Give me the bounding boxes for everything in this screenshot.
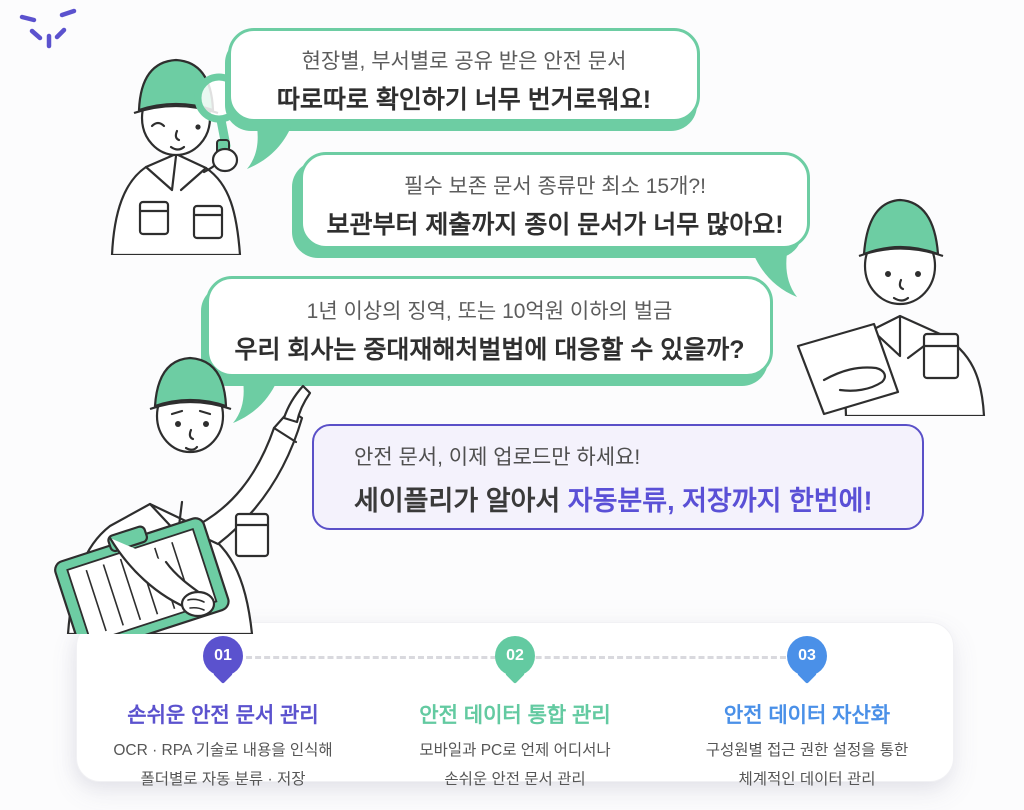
- cta-line2-prefix: 세이플리가 알아서: [354, 486, 568, 516]
- step3-title: 안전 데이터 자산화: [723, 704, 891, 727]
- bubble2-tail: [753, 253, 797, 297]
- cta-line2: 세이플리가 알아서 자동분류, 저장까지 한번에!: [354, 479, 922, 518]
- step-2: 02 안전 데이터 통합 관리 모바일과 PC로 언제 어디서나 손쉬운 안전 …: [369, 636, 661, 788]
- speech-bubble-2: 필수 보존 문서 종류만 최소 15개?! 보관부터 제출까지 종이 문서가 너…: [300, 152, 810, 297]
- step3-pin-icon: 03: [787, 636, 827, 684]
- step2-description: 모바일과 PC로 언제 어디서나 손쉬운 안전 문서 관리: [369, 737, 661, 794]
- sparkle-icon: [16, 2, 80, 57]
- step2-line1: 모바일과 PC로 언제 어디서나: [419, 742, 611, 759]
- bubble1-line1: 현장별, 부서별로 공유 받은 안전 문서: [301, 50, 627, 73]
- bubble3-line1: 1년 이상의 징역, 또는 10억원 이하의 벌금: [306, 300, 673, 323]
- step2-pin-icon: 02: [495, 636, 535, 684]
- step1-title: 손쉬운 안전 문서 관리: [127, 704, 319, 727]
- cta-banner: 안전 문서, 이제 업로드만 하세요! 세이플리가 알아서 자동분류, 저장까지…: [312, 424, 924, 530]
- bubble2-line1: 필수 보존 문서 종류만 최소 15개?!: [404, 175, 706, 198]
- step1-line2: 폴더별로 자동 분류 · 저장: [140, 770, 306, 788]
- bubble1-line2: 따로따로 확인하기 너무 번거로워요!: [276, 86, 652, 114]
- worker-reading-illustration: [788, 164, 1018, 416]
- worker-pointing-illustration: [40, 352, 340, 634]
- bubble1-tail: [247, 127, 291, 169]
- bubble3-tail: [233, 381, 277, 423]
- step2-title: 안전 데이터 통합 관리: [419, 704, 611, 727]
- bubble3-line2: 우리 회사는 중대재해처벌법에 대응할 수 있을까?: [234, 336, 745, 364]
- bubble2-line2: 보관부터 제출까지 종이 문서가 너무 많아요!: [326, 211, 784, 239]
- worker-magnifier-illustration: [84, 30, 269, 255]
- cta-line2-highlight: 자동분류, 저장까지 한번에!: [567, 486, 873, 516]
- step-1: 01 손쉬운 안전 문서 관리 OCR · RPA 기술로 내용을 인식해 폴더…: [77, 636, 369, 788]
- step2-line2: 손쉬운 안전 문서 관리: [444, 770, 586, 788]
- step3-description: 구성원별 접근 권한 설정을 통한 체계적인 데이터 관리: [661, 737, 953, 794]
- speech-bubble-1: 현장별, 부서별로 공유 받은 안전 문서 따로따로 확인하기 너무 번거로워요…: [228, 28, 700, 169]
- cta-line1: 안전 문서, 이제 업로드만 하세요!: [354, 446, 641, 469]
- step1-pin-icon: 01: [203, 636, 243, 684]
- step1-number: 01: [203, 636, 243, 676]
- steps-card: 01 손쉬운 안전 문서 관리 OCR · RPA 기술로 내용을 인식해 폴더…: [76, 622, 954, 788]
- step3-number: 03: [787, 636, 827, 676]
- step1-description: OCR · RPA 기술로 내용을 인식해 폴더별로 자동 분류 · 저장: [77, 737, 369, 794]
- speech-bubble-3: 1년 이상의 징역, 또는 10억원 이하의 벌금 우리 회사는 중대재해처벌법…: [206, 276, 773, 423]
- step2-number: 02: [495, 636, 535, 676]
- step-3: 03 안전 데이터 자산화 구성원별 접근 권한 설정을 통한 체계적인 데이터…: [661, 636, 953, 788]
- step1-line1: OCR · RPA 기술로 내용을 인식해: [113, 742, 333, 759]
- step3-line1: 구성원별 접근 권한 설정을 통한: [705, 742, 909, 759]
- step3-line2: 체계적인 데이터 관리: [738, 770, 876, 788]
